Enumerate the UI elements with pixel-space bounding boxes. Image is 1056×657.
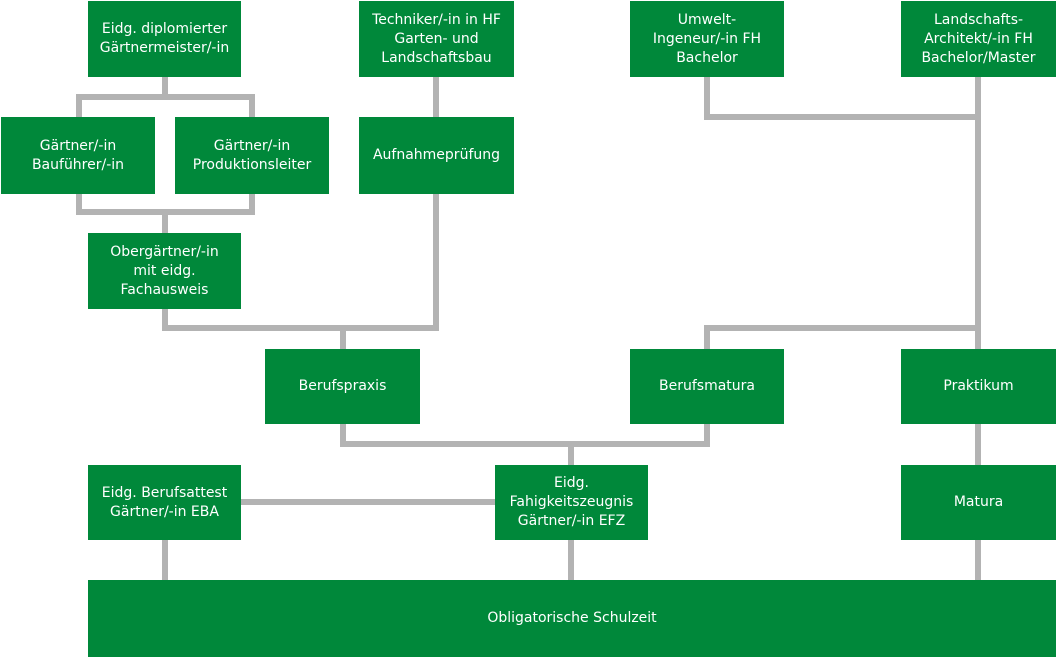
node-aufnahmepruefung: Aufnahmeprüfung xyxy=(359,117,514,194)
node-produktionsleiter: Gärtner/-in Produktionsleiter xyxy=(175,117,329,194)
node-label: Gärtner/-in Produktionsleiter xyxy=(192,137,312,173)
node-berufsmatura: Berufsmatura xyxy=(630,349,784,424)
node-gaertnermeister: Eidg. diplomierter Gärtnermeister/-in xyxy=(88,1,241,77)
node-label: Obligatorische Schulzeit xyxy=(487,610,657,626)
node-label: Techniker/-in in HF Garten- und Landscha… xyxy=(372,11,501,66)
node-label: Landschafts- Architekt/-in FH Bachelor/M… xyxy=(921,11,1036,66)
node-label: Umwelt- Ingeneur/-in FH Bachelor xyxy=(652,11,762,66)
node-matura: Matura xyxy=(901,465,1056,540)
node-umweltingenieur: Umwelt- Ingeneur/-in FH Bachelor xyxy=(630,1,784,77)
node-label: Eidg. diplomierter Gärtnermeister/-in xyxy=(99,21,230,56)
node-berufsattest: Eidg. Berufsattest Gärtner/-in EBA xyxy=(88,465,241,540)
node-label: Gärtner/-in Bauführer/-in xyxy=(31,137,125,173)
node-praktikum: Praktikum xyxy=(901,349,1056,424)
node-label: Berufspraxis xyxy=(298,378,387,394)
node-faehigkeitszeugnis: Eidg. Fahigkeitszeugnis Gärtner/-in EFZ xyxy=(495,465,648,540)
node-baufuehrer: Gärtner/-in Bauführer/-in xyxy=(1,117,155,194)
node-berufspraxis: Berufspraxis xyxy=(265,349,420,424)
node-label: Praktikum xyxy=(943,378,1014,394)
node-label: Matura xyxy=(953,494,1004,510)
node-label: Obergärtner/-in mit eidg. Fachausweis xyxy=(110,243,219,298)
node-obergaertner: Obergärtner/-in mit eidg. Fachausweis xyxy=(88,233,241,309)
node-label: Aufnahmeprüfung xyxy=(372,147,501,163)
node-label: Eidg. Fahigkeitszeugnis Gärtner/-in EFZ xyxy=(509,475,634,529)
node-label: Eidg. Berufsattest Gärtner/-in EBA xyxy=(101,484,228,520)
node-label: Berufsmatura xyxy=(659,378,755,394)
node-techniker: Techniker/-in in HF Garten- und Landscha… xyxy=(359,1,514,77)
node-schulzeit: Obligatorische Schulzeit xyxy=(88,580,1056,657)
node-landschaftsarchitekt: Landschafts- Architekt/-in FH Bachelor/M… xyxy=(901,1,1056,77)
